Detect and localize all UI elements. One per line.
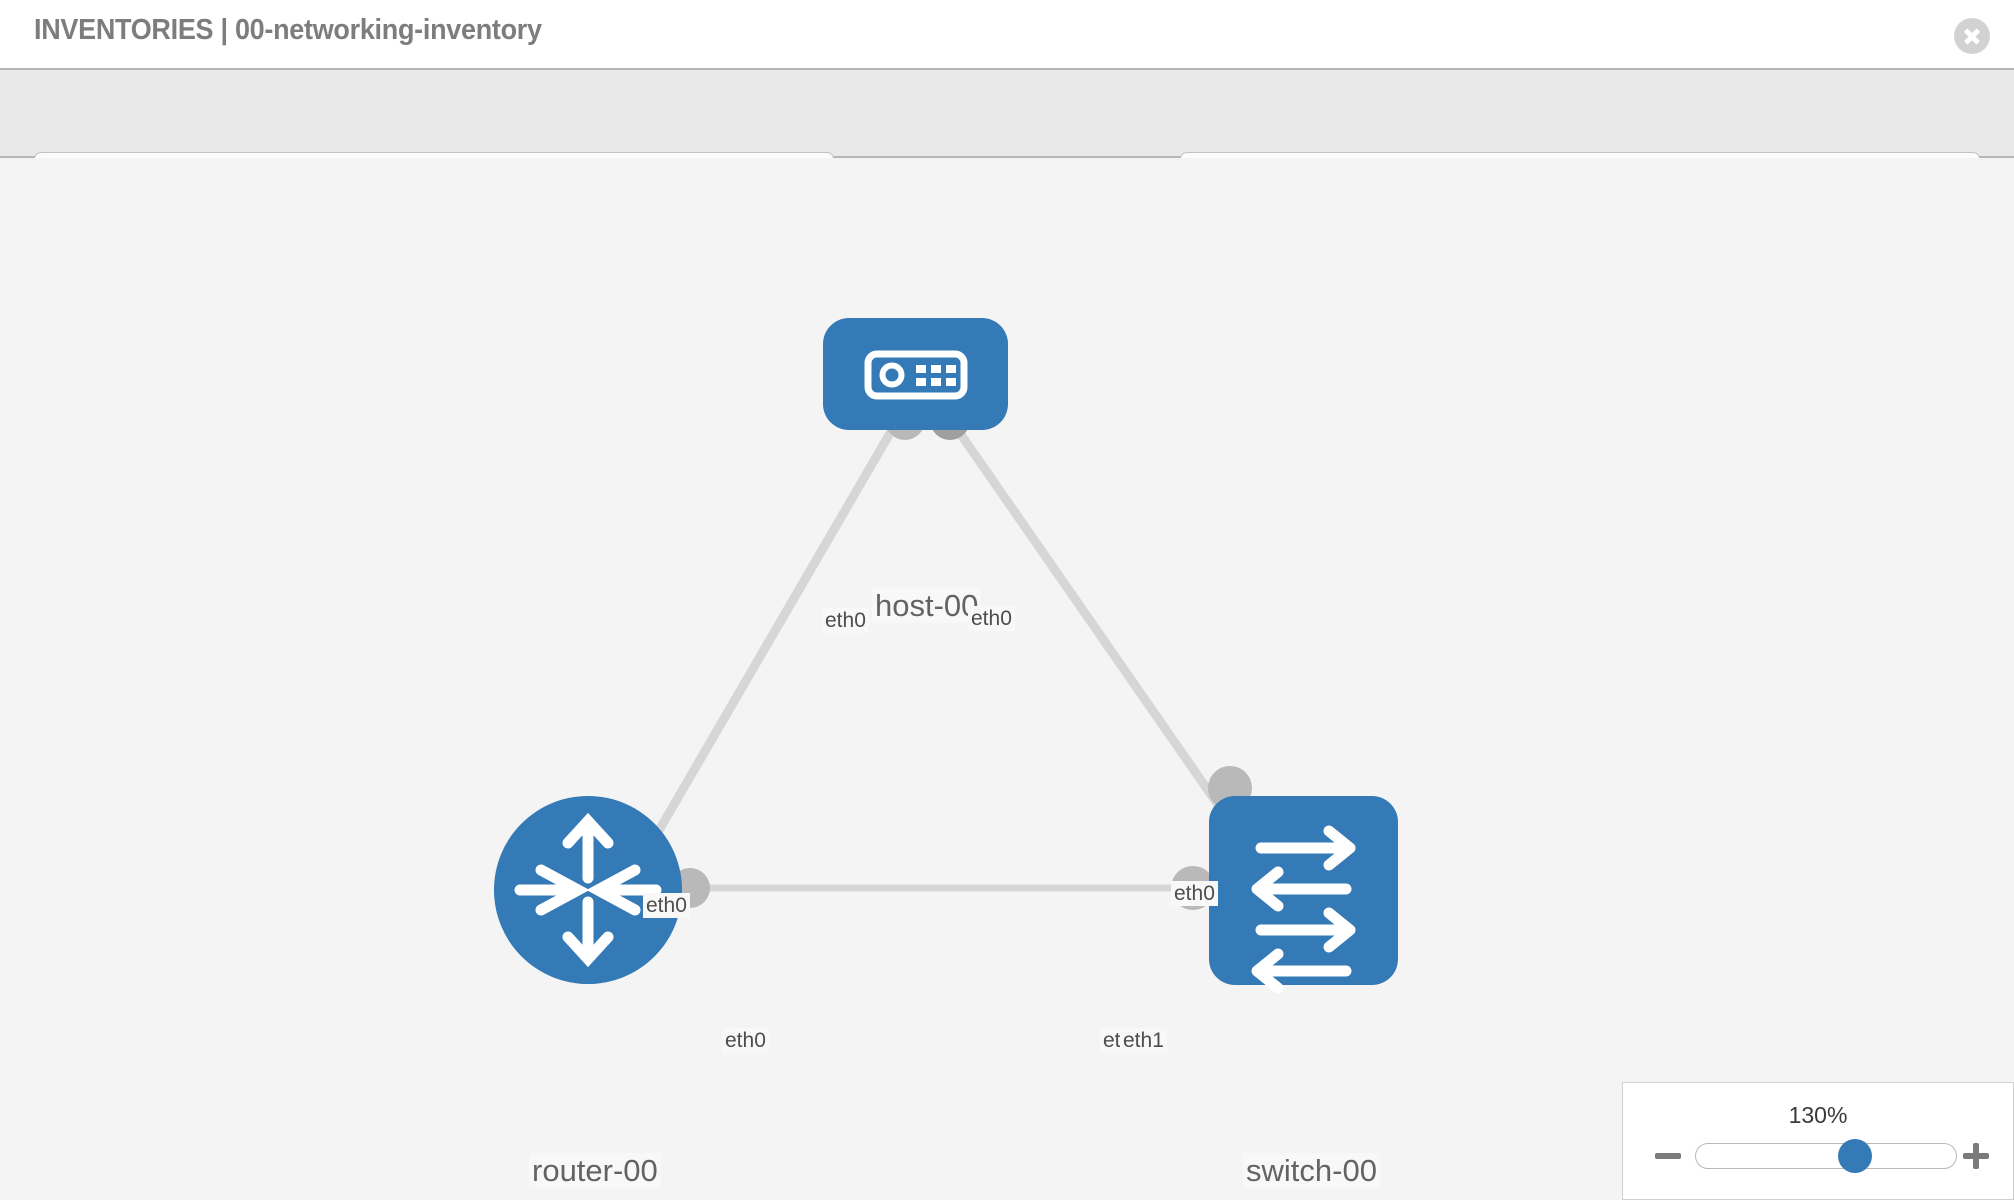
- zoom-control-panel: 130%: [1622, 1082, 2014, 1200]
- page-header: INVENTORIES | 00-networking-inventory: [0, 0, 2014, 68]
- port-label-host-left: eth0: [822, 608, 869, 633]
- link-router-host: [636, 413, 904, 866]
- port-label-switch-up: eth0: [1171, 881, 1218, 906]
- port-label-router-up: eth0: [643, 893, 690, 918]
- zoom-in-button[interactable]: [1961, 1141, 1991, 1171]
- links-layer: [636, 413, 1259, 892]
- minus-icon: [1655, 1153, 1681, 1159]
- node-label-router-00: router-00: [529, 1153, 661, 1188]
- zoom-slider-thumb[interactable]: [1838, 1139, 1872, 1173]
- plus-icon-v: [1973, 1143, 1979, 1169]
- zoom-out-button[interactable]: [1653, 1141, 1683, 1171]
- port-label-host-right: eth0: [968, 606, 1015, 631]
- toolbar: ACTIONS SEARCH: [0, 68, 2014, 204]
- port-label-switch-left-b: eth1: [1120, 1028, 1167, 1053]
- topology-canvas[interactable]: host-00 router-00 switch-00 eth0 eth0 et…: [0, 158, 2014, 1200]
- close-circle: [1954, 18, 1990, 54]
- node-switch-00: [1209, 796, 1398, 994]
- zoom-level-label: 130%: [1788, 1102, 1848, 1128]
- link-host-switch: [944, 413, 1259, 861]
- connectors-layer: [629, 400, 1252, 910]
- close-icon[interactable]: [1954, 18, 1990, 54]
- port-label-router-right: eth0: [722, 1028, 769, 1053]
- page-title: INVENTORIES | 00-networking-inventory: [34, 14, 542, 46]
- zoom-slider[interactable]: [1695, 1139, 1957, 1173]
- node-host-00: [823, 318, 1008, 430]
- node-label-switch-00: switch-00: [1243, 1153, 1380, 1188]
- node-label-host-00: host-00: [872, 588, 982, 623]
- topology-graph: [494, 318, 1398, 994]
- node-router-00: [494, 796, 682, 984]
